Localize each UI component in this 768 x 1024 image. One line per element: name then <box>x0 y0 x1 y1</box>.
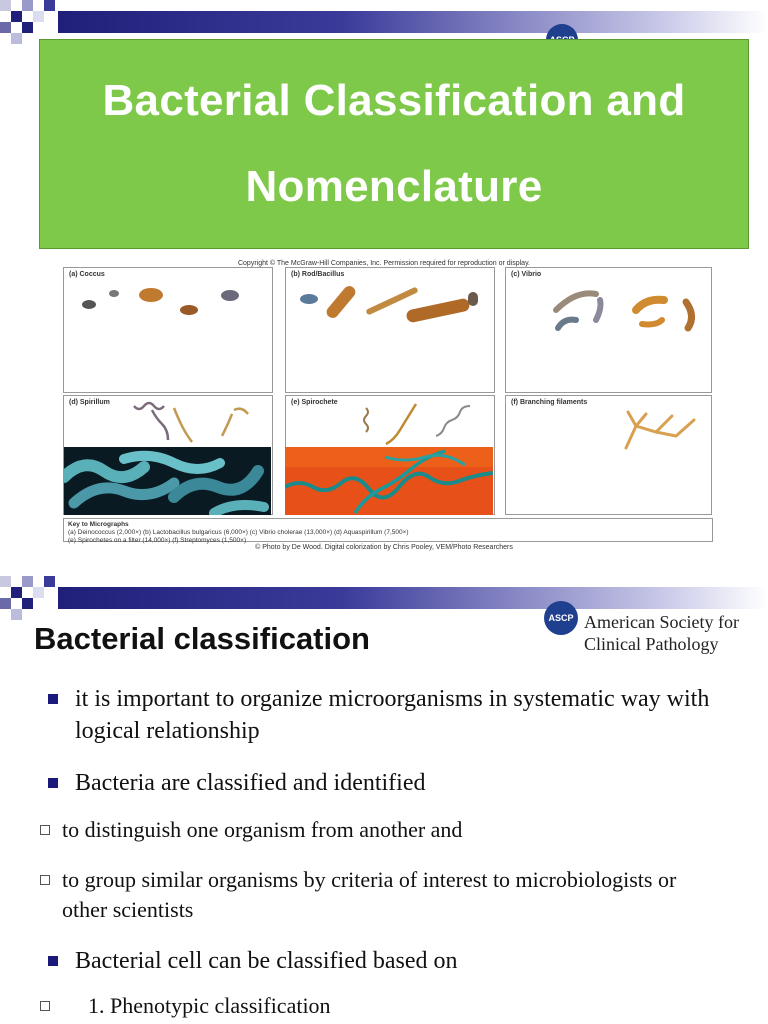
coccus-cell <box>109 290 119 297</box>
coccus-cell <box>139 288 163 302</box>
sub-bullet-text: to distinguish one organism from another… <box>62 817 463 842</box>
slide-2: Bacterial classification ASCP American S… <box>0 575 768 1024</box>
sub-bullet-item: to group similar organisms by criteria o… <box>0 865 700 925</box>
bullet-text: Bacteria are classified and identified <box>75 770 426 796</box>
header-gradient-bar <box>58 11 768 33</box>
spirillum-cells <box>133 401 249 443</box>
key-line-2: (e) Spirochetes on a filter (14,000×) (f… <box>68 537 247 544</box>
panel-branching-filaments: (f) Branching filaments <box>505 395 712 515</box>
title-line-1: Bacterial Classification and <box>102 76 686 125</box>
panel-label: (c) Vibrio <box>511 271 542 278</box>
bullet-text: it is important to organize microorganis… <box>75 686 710 744</box>
panel-label: (a) Coccus <box>69 271 105 278</box>
square-bullet-icon <box>48 778 58 788</box>
rod-cell <box>468 292 478 306</box>
hollow-square-bullet-icon <box>40 1001 50 1011</box>
figure-copyright: Copyright © The McGraw-Hill Companies, I… <box>237 260 530 267</box>
org-line-2: Clinical Pathology <box>584 634 719 654</box>
sub-sub-bullet-text: 1. Phenotypic classification <box>88 993 331 1018</box>
rod-cell <box>324 283 358 321</box>
bullet-item: Bacteria are classified and identified <box>46 767 746 799</box>
panel-coccus: (a) Coccus <box>63 267 273 393</box>
ascp-logo-icon: ASCP <box>544 601 578 635</box>
spirochete-micrograph <box>285 447 493 515</box>
slide-1: ASCP r Bacterial Classification and Nome… <box>0 0 768 551</box>
decorative-squares <box>0 575 60 625</box>
bullet-item: Bacterial cell can be classified based o… <box>46 945 746 977</box>
sub-sub-bullet-item: 1. Phenotypic classification <box>0 991 700 1021</box>
bacteria-shapes-figure: (a) Coccus (b) Rod/Bacillus (c) Vibrio <box>63 267 713 517</box>
panel-label: (b) Rod/Bacillus <box>291 271 345 278</box>
hollow-square-bullet-icon <box>40 825 50 835</box>
panel-label: (e) Spirochete <box>291 399 338 406</box>
sub-bullet-text: to group similar organisms by criteria o… <box>62 867 677 922</box>
organization-name: American Society for Clinical Pathology <box>584 611 739 655</box>
key-line-1: (a) Deinococcus (2,000×) (b) Lactobacill… <box>68 529 409 536</box>
coccus-cell <box>82 300 96 309</box>
panel-vibrio: (c) Vibrio <box>505 267 712 393</box>
micrograph-key: Key to Micrographs (a) Deinococcus (2,00… <box>63 518 713 544</box>
bullet-list: it is important to organize microorganis… <box>40 683 746 1021</box>
title-line-2: Nomenclature <box>245 162 543 211</box>
hollow-square-bullet-icon <box>40 875 50 885</box>
bullet-item: it is important to organize microorganis… <box>46 683 746 747</box>
panel-rod: (b) Rod/Bacillus <box>285 267 495 393</box>
rod-cell <box>405 297 471 324</box>
rod-cell <box>300 294 318 304</box>
spirochete-cells <box>363 403 471 446</box>
decorative-squares <box>0 0 60 50</box>
branching-filaments <box>624 410 696 450</box>
sub-bullet-item: to distinguish one organism from another… <box>0 815 700 845</box>
panel-label: (d) Spirillum <box>69 399 110 406</box>
title-box: Bacterial Classification and Nomenclatur… <box>39 39 749 249</box>
org-line-1: American Society for <box>584 612 739 632</box>
header-gradient-bar <box>58 587 768 609</box>
coccus-cell <box>180 305 198 315</box>
square-bullet-icon <box>48 956 58 966</box>
spirillum-micrograph <box>64 447 271 515</box>
key-title: Key to Micrographs <box>68 521 129 528</box>
bullet-text: Bacterial cell can be classified based o… <box>75 948 458 974</box>
coccus-cell <box>221 290 239 301</box>
panel-label: (f) Branching filaments <box>511 399 588 406</box>
slide-title: Bacterial classification <box>34 621 370 656</box>
square-bullet-icon <box>48 694 58 704</box>
vibrio-cells <box>553 290 695 332</box>
photo-credit: © Photo by De Wood. Digital colorization… <box>255 544 513 551</box>
